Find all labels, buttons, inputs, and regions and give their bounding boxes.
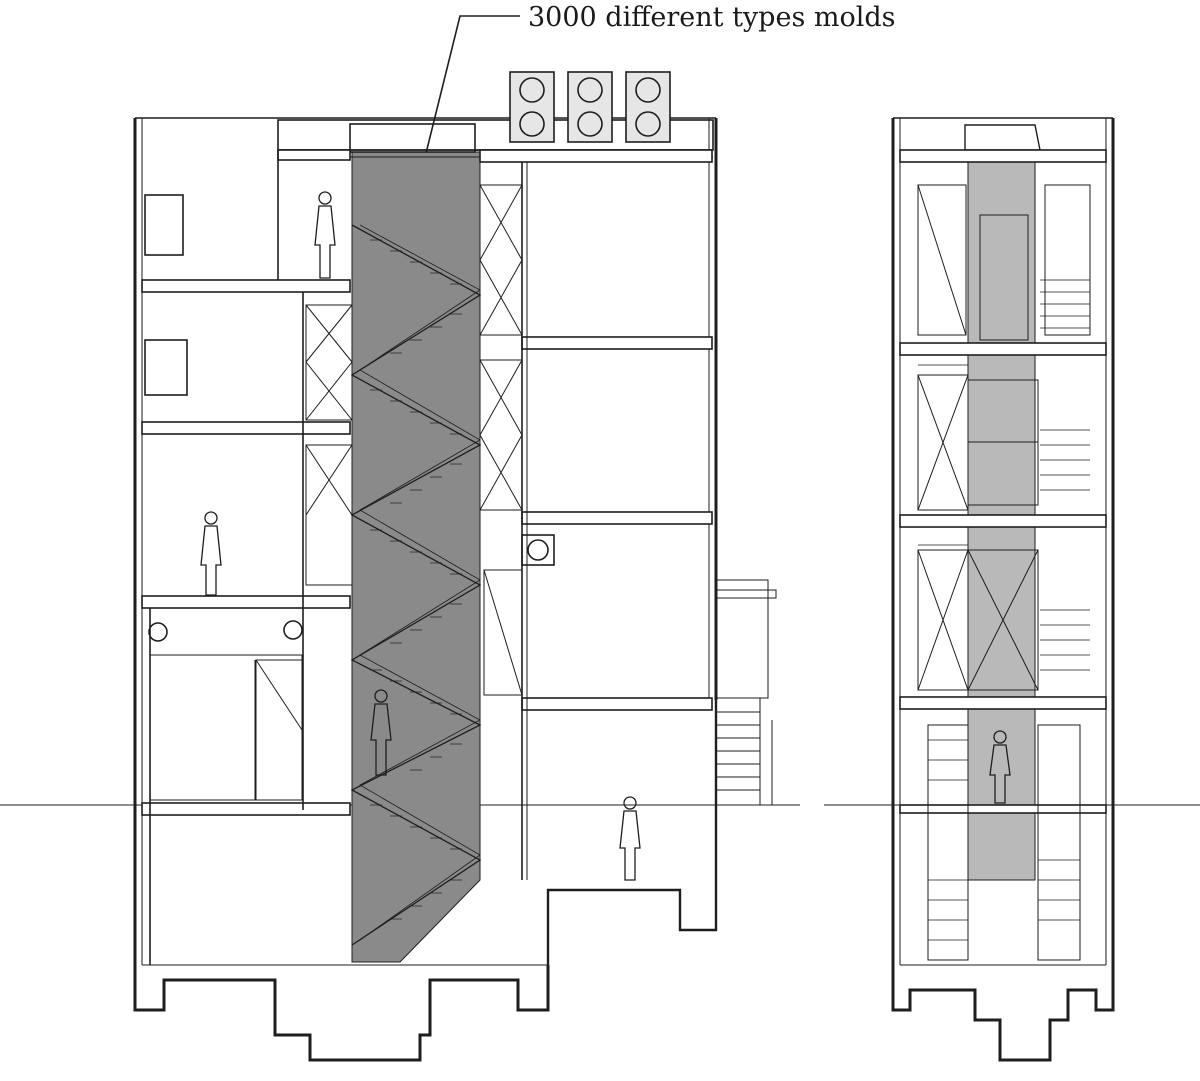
left-section (133, 71, 777, 1062)
right-floor-slabs (479, 149, 713, 711)
ac-unit-icon (567, 71, 613, 143)
person-icon (619, 796, 641, 881)
fan-icon (527, 539, 549, 561)
person-icon (314, 191, 336, 279)
right-basement (891, 964, 1115, 1062)
left-outer-walls (133, 117, 718, 965)
stair-flights (350, 224, 482, 946)
fan-icon (148, 622, 168, 642)
basement-foundation (133, 700, 718, 1062)
ac-unit-icon (625, 71, 671, 143)
fan-icon (283, 620, 303, 640)
person-icon (989, 730, 1011, 804)
side-windows (144, 194, 188, 396)
annotation-label: 3000 different types molds (528, 2, 896, 33)
right-stair-treads (918, 279, 1090, 941)
human-figures (200, 191, 641, 881)
rooftop-ac-units (509, 71, 671, 143)
right-panels (917, 184, 1091, 961)
ac-unit-icon (509, 71, 555, 143)
right-outer-walls (891, 117, 1115, 965)
wall-ac-units (148, 534, 555, 642)
left-floor-slabs (141, 149, 351, 816)
cross-panels (255, 184, 523, 801)
right-section (891, 117, 1115, 1062)
stair-shaft-shading (351, 151, 481, 963)
exterior-entrance-stair (715, 579, 777, 805)
right-floor-slabs-section (899, 149, 1107, 814)
person-icon (370, 689, 392, 776)
side-shaft-shading (967, 139, 1036, 881)
person-icon (200, 511, 222, 596)
